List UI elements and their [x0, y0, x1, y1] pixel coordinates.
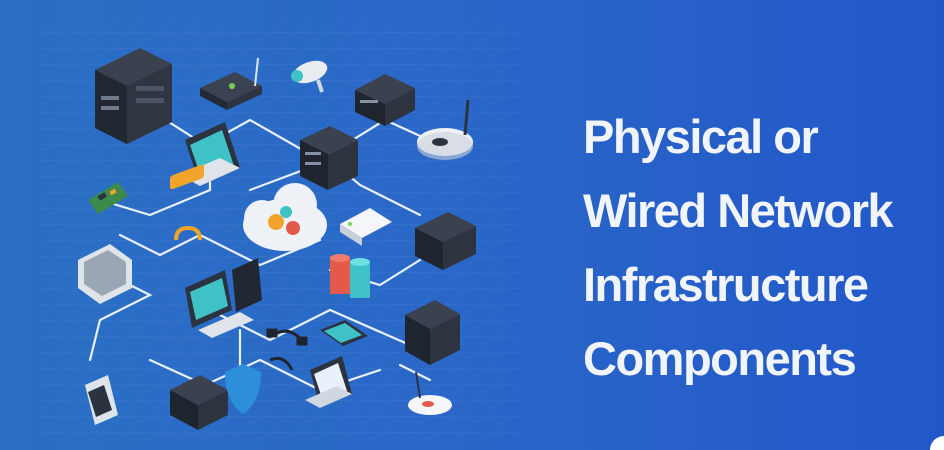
title-line-1: Physical or [583, 110, 819, 163]
switch-box-right-icon [415, 212, 476, 270]
circuit-board-icon [88, 182, 128, 214]
cable-icon [266, 328, 308, 371]
cloud-gears-icon [243, 183, 327, 251]
desktop-computer-icon [185, 258, 262, 338]
title-line-2: Wired Network [583, 184, 894, 237]
security-camera-icon [291, 60, 328, 93]
database-icon [330, 254, 370, 298]
shield-server-icon [170, 364, 261, 430]
crt-monitor-icon [78, 244, 132, 304]
server-rack-icon [95, 48, 172, 144]
title-line-3: Infrastructure [583, 258, 869, 311]
access-point-icon [408, 371, 452, 415]
padlock-icon [170, 164, 204, 241]
corner-decoration [930, 436, 944, 450]
keypad-icon [85, 375, 118, 425]
switch-box-icon [355, 74, 415, 126]
modem-icon [340, 208, 392, 246]
title-block: Physical or Wired Network Infrastructure… [583, 100, 938, 396]
title-line-4: Components [583, 332, 857, 385]
router-icon [200, 57, 262, 110]
server-right-icon [405, 300, 460, 365]
smartphone-icon [320, 320, 368, 346]
network-illustration [40, 20, 520, 440]
wifi-router-icon [417, 99, 473, 160]
server-icon [300, 126, 358, 190]
laptop-bottom-icon [305, 356, 352, 408]
